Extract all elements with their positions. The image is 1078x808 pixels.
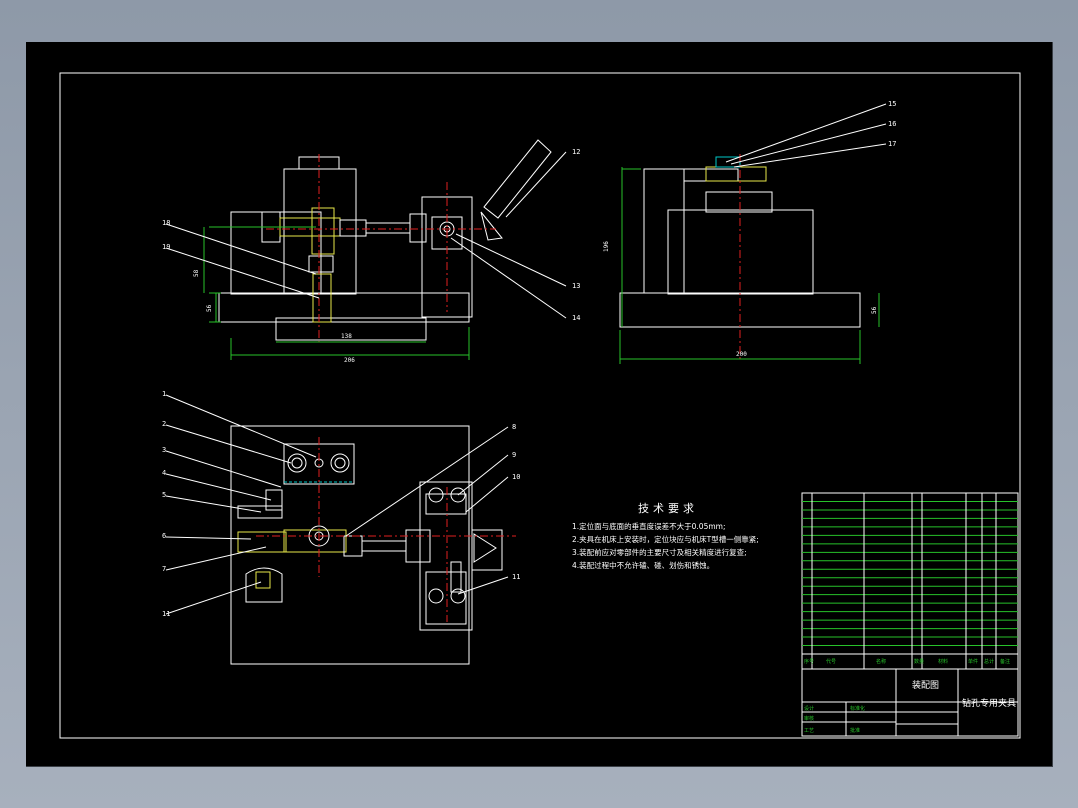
tech-req-1: 1.定位面与底面的垂直度误差不大于0.05mm;	[572, 521, 726, 531]
parts-list-grid	[802, 493, 1018, 669]
tech-req-title: 技术要求	[638, 502, 698, 515]
dim-front-height: 58	[193, 269, 200, 277]
col-header-remark: 备注	[1000, 658, 1010, 665]
callout-16: 16	[888, 120, 896, 128]
col-header-qty: 数量	[914, 658, 924, 665]
callout-1: 1	[162, 390, 166, 398]
cad-drawing-viewport[interactable]: 138 206 58 56 18 19 12 13 14 200 196 56	[26, 42, 1053, 767]
callout-12: 12	[572, 148, 580, 156]
dim-base-height: 56	[206, 304, 213, 312]
callout-17: 17	[888, 140, 896, 148]
callout-11-left: 11	[162, 610, 170, 618]
product-name: 钻孔专用夹具	[962, 697, 1016, 709]
callout-5: 5	[162, 491, 166, 499]
sign-approval: 批准	[850, 727, 860, 734]
callout-18: 18	[162, 219, 170, 227]
title-block: 序号 代号 名称 数量 材料 单件 总计 备注 装配图 钻孔专用夹具 设计 审核…	[801, 492, 1019, 737]
callout-7: 7	[162, 565, 166, 573]
tech-req-3: 3.装配前应对零部件的主要尺寸及相关精度进行复查;	[572, 547, 747, 557]
sign-standardization: 标准化	[850, 705, 865, 712]
callout-4: 4	[162, 469, 166, 477]
col-header-unit: 单件	[968, 658, 978, 665]
callout-19: 19	[162, 243, 170, 251]
callout-3: 3	[162, 446, 166, 454]
callout-2: 2	[162, 420, 166, 428]
front-view: 138 206 58 56 18 19 12 13 14	[162, 139, 580, 364]
callout-10: 10	[512, 473, 520, 481]
callout-8: 8	[512, 423, 516, 431]
tech-req-4: 4.装配过程中不允许磕、碰、划伤和锈蚀。	[572, 560, 714, 570]
col-header-material: 材料	[938, 658, 948, 665]
col-header-total: 总计	[984, 658, 994, 665]
handle-lever	[483, 139, 552, 219]
cad-drawing-canvas: 138 206 58 56 18 19 12 13 14 200 196 56	[59, 72, 1021, 739]
col-header-code: 代号	[826, 658, 836, 665]
side-view: 200 196 56 15 16 17	[603, 100, 896, 364]
callout-11-right: 11	[512, 573, 520, 581]
sign-review: 审核	[804, 715, 814, 722]
dim-front-width-inner: 138	[341, 333, 352, 340]
dim-front-width: 206	[344, 357, 355, 364]
dim-side-base: 56	[871, 306, 878, 314]
drawing-border	[59, 72, 1021, 739]
callout-6: 6	[162, 532, 166, 540]
col-header-name: 名称	[876, 658, 886, 665]
tech-requirements: 技术要求 1.定位面与底面的垂直度误差不大于0.05mm; 2.夹具在机床上安装…	[572, 502, 759, 570]
dim-side-width: 200	[736, 351, 747, 358]
callout-15: 15	[888, 100, 896, 108]
top-view: 1 2 3 4 5 6 7 11 8 9 10 11	[162, 390, 520, 665]
callout-14: 14	[572, 314, 580, 322]
drawing-title: 装配图	[912, 679, 939, 691]
callout-9: 9	[512, 451, 516, 459]
dim-side-height: 196	[603, 241, 610, 252]
tech-req-2: 2.夹具在机床上安装时，定位块应与机床T型槽一侧靠紧;	[572, 534, 759, 544]
sign-process: 工艺	[804, 728, 814, 734]
sign-design: 设计	[804, 705, 814, 712]
col-header-no: 序号	[804, 658, 814, 665]
callout-13: 13	[572, 282, 580, 290]
